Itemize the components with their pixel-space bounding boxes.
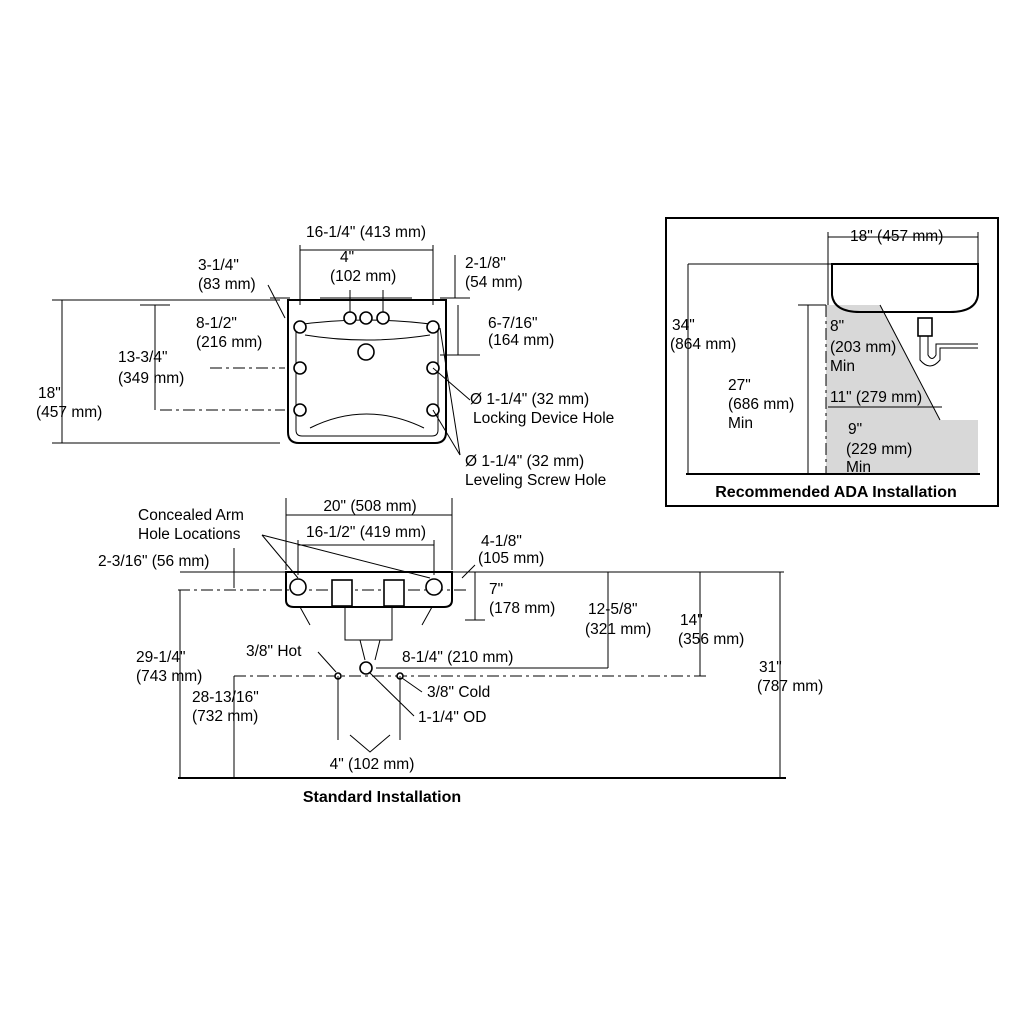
ada-knee-min: Min (728, 415, 753, 432)
front-bowl-in: 7" (489, 581, 503, 598)
top-hole-offset-mm: (54 mm) (465, 274, 523, 291)
hot-label: 3/8" Hot (246, 643, 302, 660)
front-rim-offset: 2-3/16" (56 mm) (98, 553, 209, 570)
leveling-hole-label: Leveling Screw Hole (465, 472, 606, 489)
ada-depth8-min: Min (830, 358, 855, 375)
ada-inset: 18" (457 mm) 34" (864 mm) 27" (686 mm) M… (665, 217, 999, 507)
top-overall-depth-in: 18" (38, 385, 61, 402)
ada-depth: 18" (457 mm) (850, 228, 943, 245)
front-rim-height-in: 31" (759, 659, 782, 676)
front-view: Concealed Arm Hole Locations 20" (508 mm… (98, 498, 823, 806)
leveling-hole-size: Ø 1-1/4" (32 mm) (465, 453, 584, 470)
top-overall-depth-mm: (457 mm) (36, 404, 102, 421)
front-supply-in: 12-5/8" (588, 601, 637, 618)
front-supply-height-in: 28-13/16" (192, 689, 259, 706)
front-side-in-label: 4-1/8" (481, 533, 522, 550)
top-level-depth-mm: (349 mm) (118, 370, 184, 387)
front-side-mm: (105 mm) (478, 550, 544, 567)
top-overall-width: 16-1/4" (413 mm) (306, 224, 426, 241)
standard-installation-caption: Standard Installation (303, 789, 461, 806)
top-arm-depth-in: 8-1/2" (196, 315, 237, 332)
front-rim-height-mm: (787 mm) (757, 678, 823, 695)
front-supply-mm: (321 mm) (585, 621, 651, 638)
center-offset-label: 8-1/4" (210 mm) (402, 649, 513, 666)
ada-depth8-mm: (203 mm) (830, 339, 896, 356)
cold-label: 3/8" Cold (427, 684, 490, 701)
front-supply-height-mm: (732 mm) (192, 708, 258, 725)
ada-depth11: 11" (279 mm) (830, 389, 922, 406)
ada-toe-min: Min (846, 459, 871, 476)
top-arm-depth-mm: (216 mm) (196, 334, 262, 351)
ada-toe-mm: (229 mm) (846, 441, 912, 458)
ada-caption: Recommended ADA Installation (715, 484, 957, 501)
front-width-16: 16-1/2" (419 mm) (306, 524, 426, 541)
front-bowl-mm: (178 mm) (489, 600, 555, 617)
front-drain-in: 14" (680, 612, 703, 629)
front-arm-height-in: 29-1/4" (136, 649, 185, 666)
concealed-arm-label-2: Hole Locations (138, 526, 241, 543)
top-faucet-spread-in: 4" (340, 249, 354, 266)
ada-depth8-in: 8" (830, 318, 844, 335)
locking-hole-label: Locking Device Hole (473, 410, 614, 427)
od-label: 1-1/4" OD (418, 709, 486, 726)
top-side-offset-in: 3-1/4" (198, 257, 239, 274)
top-view: 16-1/4" (413 mm) 4" (102 mm) 2-1/8" (54 … (36, 224, 614, 489)
top-side-offset-mm: (83 mm) (198, 276, 256, 293)
ada-toe-in: 9" (848, 421, 862, 438)
locking-hole-size: Ø 1-1/4" (32 mm) (470, 391, 589, 408)
top-hole-offset-in: 2-1/8" (465, 255, 506, 272)
ada-rim-mm: (864 mm) (670, 336, 736, 353)
ada-knee-mm: (686 mm) (728, 396, 794, 413)
top-drain-depth-in: 6-7/16" (488, 315, 537, 332)
ada-knee-in: 27" (728, 377, 751, 394)
top-drain-depth-mm: (164 mm) (488, 332, 554, 349)
ada-rim-in: 34" (672, 317, 695, 334)
top-level-depth-in: 13-3/4" (118, 349, 167, 366)
concealed-arm-label-1: Concealed Arm (138, 507, 244, 524)
supply-spread-label: 4" (102 mm) (330, 756, 415, 773)
top-faucet-spread-mm: (102 mm) (330, 268, 396, 285)
front-width-20: 20" (508 mm) (323, 498, 416, 515)
front-arm-height-mm: (743 mm) (136, 668, 202, 685)
front-drain-mm: (356 mm) (678, 631, 744, 648)
